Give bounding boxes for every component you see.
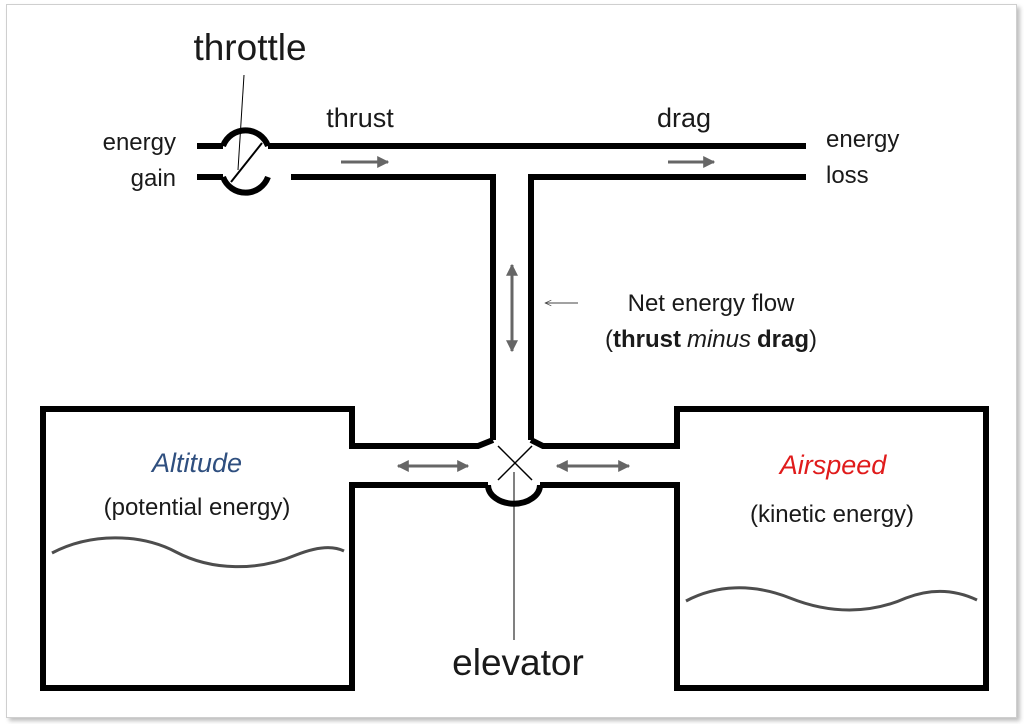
altitude-title: Altitude	[150, 448, 242, 478]
altitude-tank	[40, 406, 495, 691]
throttle-valve-top	[220, 127, 271, 148]
airspeed-level-wave	[685, 586, 978, 612]
formula-open-paren: (	[605, 326, 613, 353]
thrust-label: thrust	[326, 103, 394, 133]
pipe-structure	[40, 127, 989, 691]
airspeed-tank	[529, 406, 989, 691]
energy-gain-label-line1: energy	[103, 129, 176, 156]
elevator-label: elevator	[452, 642, 584, 683]
formula-thrust: thrust	[613, 326, 681, 353]
formula-close-paren: )	[809, 326, 817, 353]
throttle-leader-line	[237, 74, 245, 171]
throttle-valve-bottom	[220, 175, 271, 196]
formula-minus: minus	[687, 326, 751, 353]
top-pipe-lower-wall-right	[528, 174, 806, 440]
energy-loss-label-line2: loss	[826, 162, 869, 189]
kinetic-energy-label: (kinetic energy)	[750, 501, 914, 528]
formula-drag: drag	[757, 326, 809, 353]
net-flow-label: Net energy flow	[628, 290, 795, 317]
energy-loss-label-line1: energy	[826, 126, 899, 153]
diagram-frame	[6, 4, 1017, 718]
flow-arrows	[341, 156, 716, 472]
altitude-level-wave	[51, 536, 345, 569]
potential-energy-label: (potential energy)	[104, 494, 291, 521]
airspeed-title: Airspeed	[778, 450, 888, 480]
elevator-x-2	[497, 445, 533, 481]
throttle-lever	[230, 142, 263, 183]
energy-gain-label-line2: gain	[131, 165, 176, 192]
drag-label: drag	[657, 103, 711, 133]
throttle-label: throttle	[193, 27, 306, 68]
